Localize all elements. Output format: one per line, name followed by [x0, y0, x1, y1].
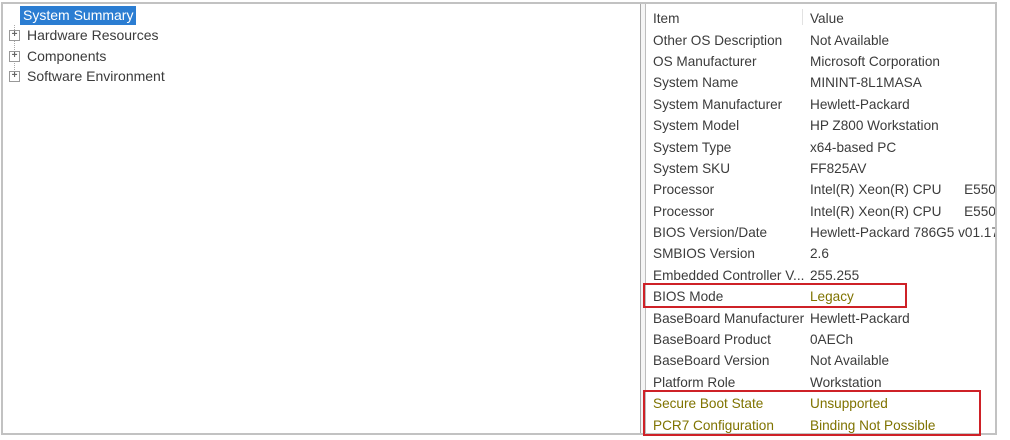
column-separator — [802, 9, 803, 25]
category-tree: + System Summary + Hardware Resources + … — [3, 4, 640, 433]
column-header-value[interactable]: Value — [810, 11, 844, 27]
row-value: HP Z800 Workstation — [810, 118, 939, 134]
row-value: Hewlett-Packard 786G5 v01.17, 8/ — [810, 225, 995, 241]
row-item-label: BIOS Version/Date — [653, 225, 768, 241]
details-list: Item Value Other OS Description Not Avai… — [646, 4, 995, 433]
tree-item-hardware-resources[interactable]: + Hardware Resources — [3, 26, 640, 47]
list-row-baseboard-product[interactable]: BaseBoard Product 0AECh — [646, 329, 995, 350]
row-item-label: System Manufacturer — [653, 96, 783, 112]
row-value: Microsoft Corporation — [810, 53, 940, 69]
row-item-label: BaseBoard Product — [653, 332, 771, 348]
window-frame: + System Summary + Hardware Resources + … — [1, 2, 997, 436]
tree-item-label: Software Environment — [27, 68, 165, 85]
row-value: Not Available — [810, 32, 890, 48]
row-item-label: System Type — [653, 139, 732, 155]
tree-item-components[interactable]: + Components — [3, 46, 640, 67]
row-value: Binding Not Possible — [810, 417, 936, 433]
list-row-system-manufacturer[interactable]: System Manufacturer Hewlett-Packard — [646, 94, 995, 115]
list-row-os-manufacturer[interactable]: OS Manufacturer Microsoft Corporation — [646, 51, 995, 72]
row-value: Intel(R) Xeon(R) CPU E5506 — [810, 203, 995, 219]
row-item-label: Secure Boot State — [653, 396, 764, 412]
list-row-embedded-controller-v[interactable]: Embedded Controller V... 255.255 — [646, 265, 995, 286]
tree-item-system-summary[interactable]: + System Summary — [3, 5, 640, 26]
row-item-label: PCR7 Configuration — [653, 417, 774, 433]
row-value: FF825AV — [810, 160, 867, 176]
row-value: MININT-8L1MASA — [810, 75, 922, 91]
row-item-label: Platform Role — [653, 374, 736, 390]
list-row-smbios-version[interactable]: SMBIOS Version 2.6 — [646, 243, 995, 264]
panel-splitter[interactable] — [641, 4, 645, 433]
tree-item-label: Components — [27, 47, 107, 64]
list-row-secure-boot-state[interactable]: Secure Boot State Unsupported — [646, 393, 995, 414]
row-item-label: BaseBoard Version — [653, 353, 770, 369]
row-value: Legacy — [810, 289, 854, 305]
row-item-label: Other OS Description — [653, 32, 783, 48]
list-row-bios-version-date[interactable]: BIOS Version/Date Hewlett-Packard 786G5 … — [646, 222, 995, 243]
tree-item-label: System Summary — [20, 5, 137, 25]
tree-item-label: Hardware Resources — [27, 27, 159, 44]
row-item-label: Embedded Controller V... — [653, 267, 805, 283]
row-item-label: Processor — [653, 182, 715, 198]
list-row-processor[interactable]: Processor Intel(R) Xeon(R) CPU E5506 — [646, 201, 995, 222]
list-row-bios-mode[interactable]: BIOS Mode Legacy — [646, 286, 995, 307]
list-row-baseboard-version[interactable]: BaseBoard Version Not Available — [646, 350, 995, 371]
expand-plus-icon[interactable]: + — [9, 71, 20, 83]
row-value: Hewlett-Packard — [810, 310, 910, 326]
list-row-other-os-description[interactable]: Other OS Description Not Available — [646, 29, 995, 50]
row-value: 2.6 — [810, 246, 829, 262]
expand-plus-icon[interactable]: + — [9, 50, 20, 62]
row-value: Workstation — [810, 374, 882, 390]
row-item-label: System Name — [653, 75, 739, 91]
row-item-label: System Model — [653, 118, 740, 134]
tree-item-software-environment[interactable]: + Software Environment — [3, 67, 640, 88]
row-value: 255.255 — [810, 267, 860, 283]
expand-plus-icon[interactable]: + — [9, 30, 20, 42]
row-value: Unsupported — [810, 396, 888, 412]
row-item-label: BaseBoard Manufacturer — [653, 310, 805, 326]
row-value: x64-based PC — [810, 139, 897, 155]
column-header-item[interactable]: Item — [653, 11, 680, 27]
row-value: 0AECh — [810, 332, 854, 348]
row-item-label: BIOS Mode — [653, 289, 724, 305]
row-value: Not Available — [810, 353, 890, 369]
list-row-platform-role[interactable]: Platform Role Workstation — [646, 372, 995, 393]
list-row-system-name[interactable]: System Name MININT-8L1MASA — [646, 72, 995, 93]
list-header: Item Value — [646, 8, 995, 29]
list-row-pcr7-configuration[interactable]: PCR7 Configuration Binding Not Possible — [646, 414, 995, 433]
list-row-system-sku[interactable]: System SKU FF825AV — [646, 158, 995, 179]
panel-divider-line — [640, 4, 641, 433]
row-item-label: OS Manufacturer — [653, 53, 757, 69]
list-row-system-model[interactable]: System Model HP Z800 Workstation — [646, 115, 995, 136]
row-value: Intel(R) Xeon(R) CPU E5506 — [810, 182, 995, 198]
row-item-label: System SKU — [653, 160, 731, 176]
row-item-label: SMBIOS Version — [653, 246, 755, 262]
panel-divider-line — [645, 4, 646, 433]
row-item-label: Processor — [653, 203, 715, 219]
list-row-baseboard-manufacturer[interactable]: BaseBoard Manufacturer Hewlett-Packard — [646, 307, 995, 328]
list-row-processor[interactable]: Processor Intel(R) Xeon(R) CPU E5506 — [646, 179, 995, 200]
row-value: Hewlett-Packard — [810, 96, 910, 112]
list-row-system-type[interactable]: System Type x64-based PC — [646, 136, 995, 157]
